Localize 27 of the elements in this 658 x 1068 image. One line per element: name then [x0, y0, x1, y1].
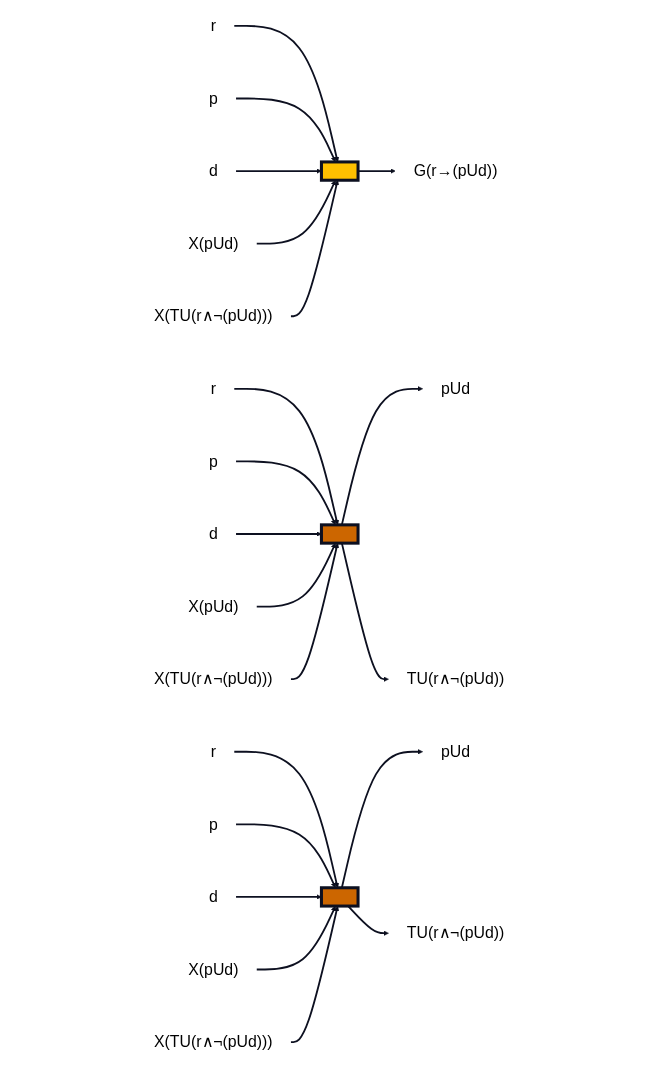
arrow: [289, 180, 339, 318]
node-text: pUd: [440, 742, 470, 761]
node-text: r: [210, 16, 216, 35]
node-text: TU(r∧¬(pUd)): [406, 669, 505, 689]
node-text: X(pUd): [188, 960, 239, 979]
node-text: d: [208, 524, 218, 543]
node-text: TU(r∧¬(pUd)): [406, 923, 505, 943]
node-text: G(r→(pUd)): [413, 161, 498, 180]
node-text: r: [210, 742, 216, 761]
node-text: X(TU(r∧¬(pUd))): [153, 1032, 273, 1051]
arrow: [255, 180, 336, 245]
arrow: [234, 823, 336, 888]
node-text: p: [208, 814, 218, 834]
node-text: X(pUd): [188, 597, 239, 616]
node-text: d: [208, 161, 218, 180]
node-text: pUd: [440, 379, 470, 398]
node-box: [319, 886, 360, 908]
node-text: d: [208, 887, 218, 906]
node-text: X(TU(r∧¬(pUd))): [153, 669, 273, 689]
node-text: p: [208, 451, 218, 471]
node-text: p: [208, 89, 218, 108]
node-text: r: [210, 379, 216, 398]
node-box: [319, 523, 360, 545]
node-text: X(pUd): [188, 234, 239, 253]
node-box: [319, 160, 360, 182]
node-text: X(TU(r∧¬(pUd))): [153, 306, 273, 326]
arrow: [233, 750, 339, 888]
